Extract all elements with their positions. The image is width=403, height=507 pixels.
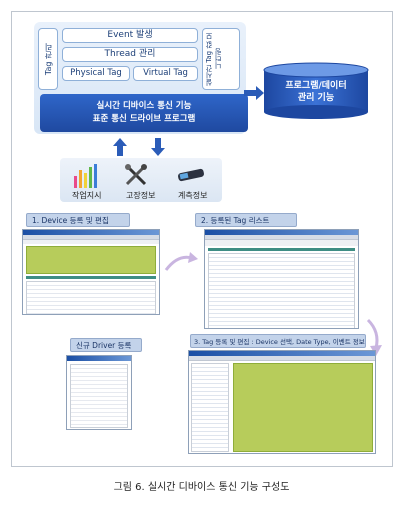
tag-manage-label: Tag 관리 [43, 42, 53, 76]
device-edit-window [22, 229, 160, 315]
flow-arrow-down-icon [366, 318, 382, 356]
tag-edit-window [188, 350, 376, 454]
step3-tab: 3. Tag 등록 및 편집 : Device 선택, Date Type, 이… [190, 334, 366, 348]
program-data-label: 프로그램/데이터 관리 기능 [262, 80, 370, 104]
program-data-line2: 관리 기능 [297, 93, 335, 103]
realtime-monitor-box: 실시간 Tag 값 모니터링 [202, 28, 240, 90]
program-data-line1: 프로그램/데이터 [285, 81, 347, 91]
arrow-up-icon [113, 138, 127, 156]
driver-bar: 실시간 디바이스 통신 기능 표준 통신 드라이브 프로그램 [40, 94, 248, 132]
flow-arrow-icon [164, 252, 198, 271]
figure-caption: 그림 6. 실시간 디바이스 통신 기능 구성도 [113, 482, 290, 493]
function-label-0: 작업지시 [72, 191, 102, 200]
sensor-icon [178, 168, 204, 182]
driver-line1: 실시간 디바이스 통신 기능 [96, 101, 192, 111]
function-label-2: 계측정보 [178, 191, 208, 200]
database-cylinder-icon [263, 62, 369, 119]
new-driver-window [66, 355, 132, 430]
function-label-1: 고장정보 [126, 191, 156, 200]
arrow-right-icon [244, 86, 264, 100]
bar-chart-icon [74, 164, 97, 188]
step1-tab: 1. Device 등록 및 편집 [26, 213, 130, 227]
physical-tag-box: Physical Tag [62, 66, 130, 81]
event-box: Event 발생 [62, 28, 198, 43]
tag-manage-box: Tag 관리 [38, 28, 58, 90]
tag-list-window [204, 229, 359, 329]
new-driver-tab: 신규 Driver 등록 [70, 338, 142, 352]
virtual-tag-box: Virtual Tag [133, 66, 198, 81]
driver-line2: 표준 통신 드라이브 프로그램 [92, 114, 196, 124]
step2-tab: 2. 등록된 Tag 리스트 [195, 213, 297, 227]
thread-box: Thread 관리 [62, 47, 198, 62]
tools-icon [125, 164, 147, 186]
arrow-down-icon [151, 138, 165, 156]
realtime-monitor-label: 실시간 Tag 값 모니터링 [205, 32, 222, 86]
